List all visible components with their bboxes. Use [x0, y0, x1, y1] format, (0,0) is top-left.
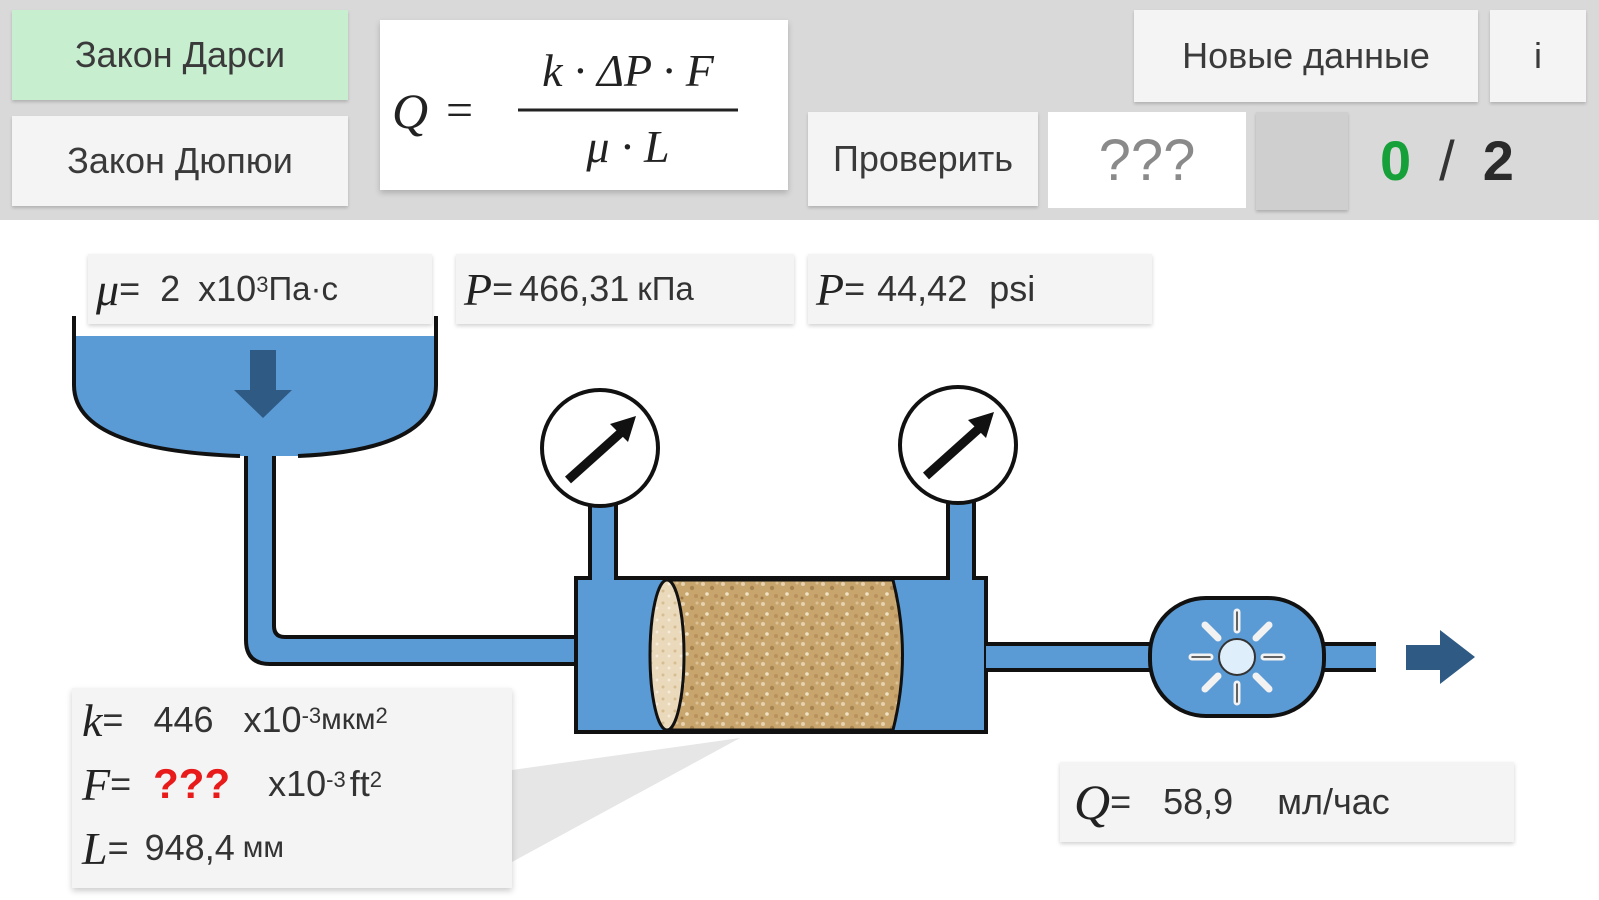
dupuit-law-button[interactable]: Закон Дюпюи [12, 116, 348, 206]
reservoir-tank [72, 316, 438, 458]
length-unit: мм [242, 831, 284, 864]
viscosity-value: 2 [160, 268, 181, 309]
check-button[interactable]: Проверить [808, 112, 1038, 206]
outflow-arrow-icon [1406, 630, 1475, 684]
result-indicator [1256, 112, 1348, 210]
callout-pointer [512, 738, 740, 862]
viscosity-exponent: 3 [256, 272, 269, 297]
info-button[interactable]: i [1490, 10, 1586, 102]
flow-down-arrow-icon [234, 350, 292, 418]
flow-symbol: Q [1074, 774, 1111, 830]
pressure-kpa-value: 466,31 [519, 268, 630, 309]
flow-eq: = [1110, 781, 1132, 822]
permeability-value: 446 [153, 699, 214, 740]
flow-unit: мл/час [1277, 781, 1390, 822]
pressure-gauge-outlet-icon [898, 385, 1018, 505]
score-total: 2 [1482, 128, 1514, 192]
area-eq: = [110, 763, 132, 804]
formula-display: Q = k · ΔP · F μ · L [380, 20, 788, 190]
area-value-unknown: ??? [153, 760, 231, 807]
length-row: L = 948,4 мм [72, 816, 512, 880]
pressure-kpa-unit: кПа [637, 270, 694, 307]
pressure-gauge-inlet-icon [540, 388, 660, 508]
viscosity-eq: = [119, 268, 141, 309]
pressure-kpa-eq: = [492, 268, 514, 309]
area-symbol: F [82, 758, 111, 810]
score-separator: / [1439, 128, 1455, 192]
inlet-pipe [244, 456, 580, 666]
pressure-psi-readout: P = 44,42 psi [808, 254, 1152, 324]
area-unit: ft [349, 763, 370, 804]
permeability-exponent: -3 [301, 703, 322, 728]
flow-rate-readout: Q = 58,9 мл/час [1060, 762, 1514, 842]
flow-value: 58,9 [1163, 781, 1234, 822]
length-eq: = [107, 827, 129, 868]
viscosity-multiplier: x10 [198, 268, 257, 309]
permeability-unit-power: 2 [375, 703, 388, 728]
pressure-psi-value: 44,42 [877, 268, 968, 309]
pressure-kpa-symbol: P [464, 263, 493, 315]
formula-lhs: Q [392, 83, 428, 139]
length-symbol: L [82, 822, 108, 874]
answer-input[interactable] [1048, 112, 1246, 208]
score-display: 0 / 2 [1380, 120, 1514, 200]
permeability-unit: мкм [321, 703, 376, 736]
permeability-symbol: k [82, 694, 103, 746]
pressure-psi-eq: = [844, 268, 866, 309]
area-unit-power: 2 [369, 767, 382, 792]
formula-denominator: μ · L [585, 121, 669, 172]
score-correct: 0 [1380, 128, 1412, 192]
area-multiplier: x10 [268, 763, 327, 804]
pressure-psi-unit: psi [989, 268, 1036, 309]
permeability-multiplier: x10 [243, 699, 302, 740]
new-data-button[interactable]: Новые данные [1134, 10, 1478, 102]
viscosity-symbol: μ [96, 263, 120, 315]
permeability-eq: = [102, 699, 124, 740]
length-value: 948,4 [144, 827, 235, 868]
formula-equals: = [446, 84, 473, 137]
flowmeter-icon [1148, 596, 1326, 718]
sand-core-sample [648, 578, 904, 732]
formula-numerator: k · ΔP · F [542, 45, 715, 96]
viscosity-unit: Па·с [268, 270, 339, 307]
area-exponent: -3 [326, 767, 346, 792]
darcy-law-button[interactable]: Закон Дарси [12, 10, 348, 100]
pressure-kpa-readout: P = 466,31 кПа [456, 254, 794, 324]
pressure-psi-symbol: P [816, 263, 845, 315]
